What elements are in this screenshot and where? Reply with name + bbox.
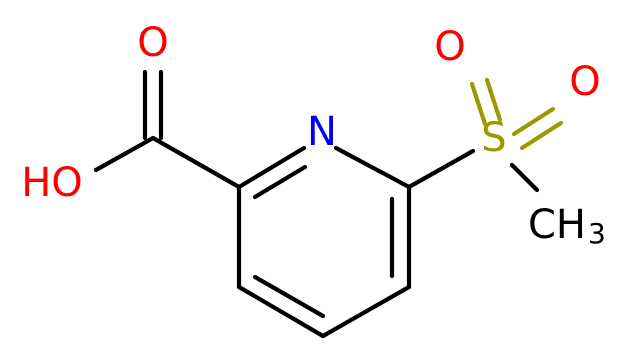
bond-s-o-top-a (469, 81, 488, 127)
methyl-label: CH (528, 202, 586, 248)
bond-s-methyl (509, 162, 540, 193)
bond-c6-s (406, 148, 476, 190)
bond-s-o-right-a (511, 106, 556, 137)
bond-carboxyl-oh (93, 135, 156, 173)
bond-c4-c3-double (252, 274, 326, 319)
sulfur-label: S (481, 115, 506, 161)
methyl-subscript: 3 (588, 217, 606, 250)
bond-c2-n1-double (252, 164, 308, 200)
bond-c2-n1 (236, 145, 307, 190)
bond-c5-c4 (320, 284, 412, 339)
bond-s-o-right-b (519, 120, 564, 151)
sulfonyl-oxygen-top-label: O (434, 24, 465, 70)
bond-s-o-top-b (484, 77, 503, 123)
carboxylic-acid-group (93, 69, 242, 190)
carbonyl-oxygen-label: O (137, 20, 168, 66)
bond-c2-carboxyl (150, 135, 242, 190)
pyridine-ring (236, 145, 412, 339)
hydroxyl-label: HO (21, 160, 83, 206)
sulfonyl-oxygen-right-label: O (569, 59, 600, 105)
bond-n1-c6 (333, 145, 412, 190)
ring-nitrogen-label: N (307, 109, 337, 155)
bond-c4-c3 (236, 284, 326, 339)
methylsulfonyl-group (406, 77, 564, 193)
